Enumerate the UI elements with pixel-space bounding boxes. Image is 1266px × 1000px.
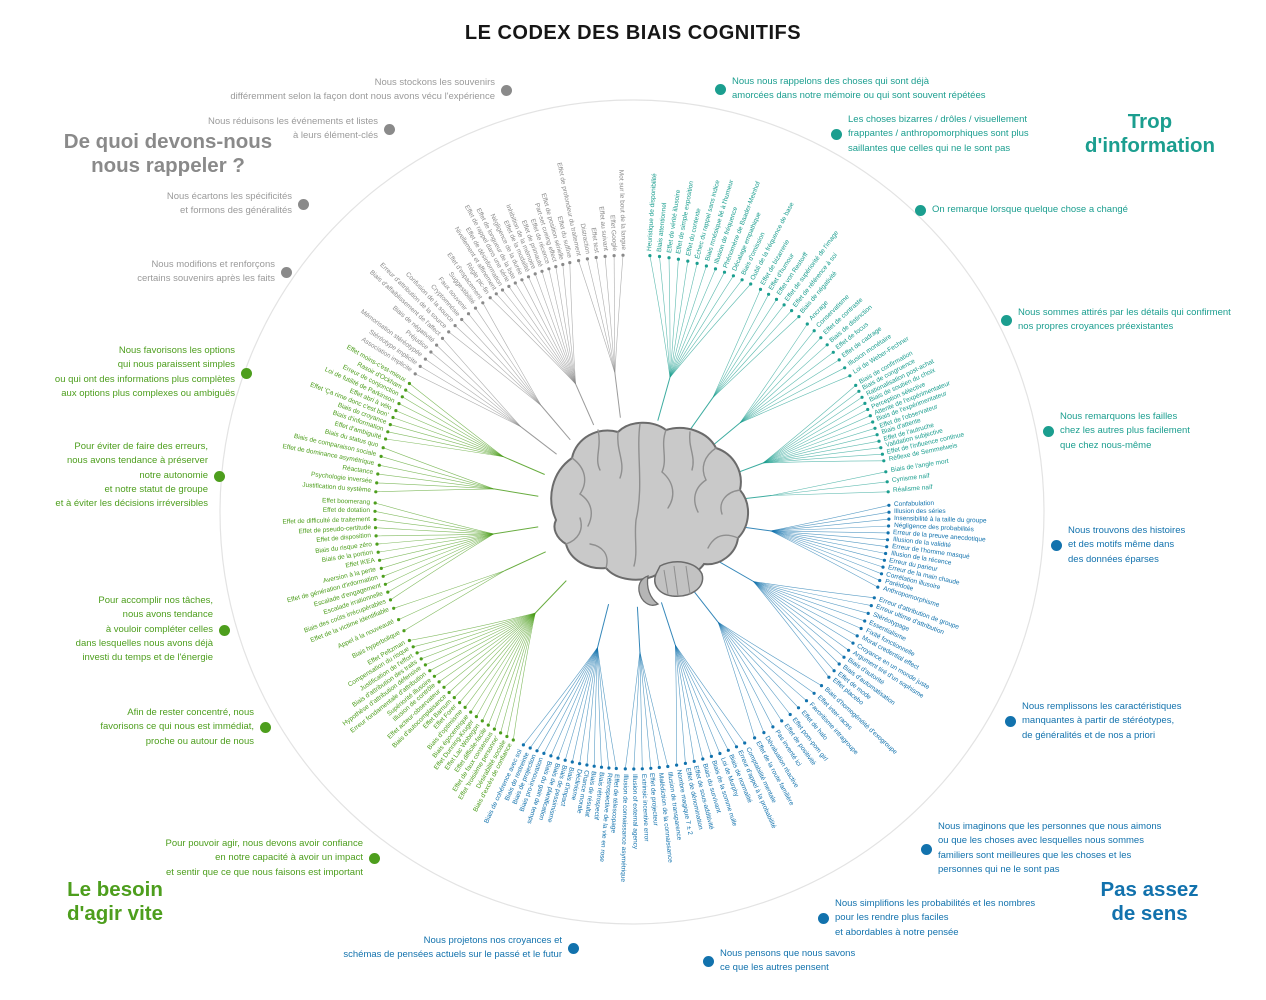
annotation-rappelons: Nous nous rappelons des choses qui sont … — [715, 75, 1032, 104]
brain-cortex — [550, 421, 749, 581]
annotation-text: Les choses bizarres / drôles / visuellem… — [848, 114, 1029, 154]
annotation-text: Nous remarquons les failles chez les aut… — [1060, 411, 1190, 451]
annotation-bizarres: Les choses bizarres / drôles / visuellem… — [831, 113, 1063, 156]
annotation-dot — [915, 205, 926, 217]
annotation-text: Nous écartons les spécificités et formon… — [166, 191, 292, 217]
outer-circle — [219, 99, 1045, 925]
bias-label-text: Effet boomerang — [322, 497, 371, 506]
annotation-dot — [219, 624, 230, 636]
cerebellum-folds — [663, 565, 691, 597]
annotation-text: Nous modifions et renforçons certains so… — [137, 259, 275, 285]
brain-illustration — [550, 421, 749, 606]
brain-stem — [638, 575, 660, 606]
annotation-histoires: Nous trouvons des histoires et des motif… — [1051, 524, 1208, 567]
section-header-not-enough-meaning: Pas assez de sens — [1100, 878, 1199, 926]
annotation-text: On remarque lorsque quelque chose a chan… — [932, 204, 1128, 215]
annotation-remplissons: Nous remplissons les caractéristiques ma… — [1005, 700, 1234, 743]
annotation-dot — [298, 199, 309, 211]
annotation-dot — [715, 84, 726, 96]
section-header-act-fast: Le besoin d'agir vite — [66, 878, 163, 926]
annotation-rester: Afin de rester concentré, nous favorison… — [82, 706, 271, 749]
annotation-text: Nous simplifions les probabilités et les… — [835, 898, 1036, 938]
annotation-imaginons: Nous imaginons que les personnes que nou… — [921, 820, 1194, 877]
annotation-pensons: Nous pensons que nous savons ce que les … — [703, 947, 915, 976]
annotation-dot — [501, 85, 512, 97]
annotation-dot — [260, 722, 271, 734]
annotation-accomplir: Pour accomplir nos tâches, nous avons te… — [50, 594, 230, 665]
annotation-ecartons: Nous écartons les spécificités et formon… — [100, 190, 309, 219]
bias-label-text: Illusion of external agency — [630, 773, 639, 850]
annotation-dot — [369, 853, 380, 865]
annotation-text: Nous nous rappelons des choses qui sont … — [732, 76, 986, 102]
annotation-text: Nous remplissons les caractéristiques ma… — [1022, 701, 1182, 741]
annotation-dot — [818, 913, 829, 925]
section-header-memory: De quoi devons-nous nous rappeler ? — [63, 130, 273, 178]
annotation-eviter: Pour éviter de faire des erreurs, nous a… — [28, 440, 225, 511]
annotation-text: Pour pouvoir agir, nous devons avoir con… — [165, 838, 363, 878]
annotation-modifions: Nous modifions et renforçons certains so… — [75, 258, 292, 287]
annotation-stockons: Nous stockons les souvenirs différemment… — [95, 76, 512, 105]
annotation-text: Nous réduisons les événements et listes … — [207, 116, 378, 142]
annotation-pouvoir: Pour pouvoir agir, nous devons avoir con… — [115, 837, 380, 880]
annotation-text: Nous imaginons que les personnes que nou… — [938, 821, 1162, 875]
annotation-dot — [1005, 716, 1016, 728]
annotation-text: Nous projetons nos croyances et schémas … — [343, 935, 562, 961]
annotation-favorisons: Nous favorisons les options qui nous par… — [25, 344, 252, 401]
annotation-text: Nous favorisons les options qui nous par… — [54, 345, 235, 399]
brain-folds — [565, 423, 741, 569]
bias-label-text: Illusion des séries — [894, 508, 946, 516]
annotation-dot — [241, 367, 252, 379]
annotation-simplifions: Nous simplifions les probabilités et les… — [818, 897, 1067, 940]
bias-label-text: Effet de dotation — [322, 507, 371, 515]
annotation-dot — [281, 267, 292, 279]
annotation-text: Nous pensons que nous savons ce que les … — [720, 948, 856, 974]
branch-curves — [373, 253, 891, 771]
annotation-attires: Nous sommes attirés par les détails qui … — [1001, 306, 1264, 335]
annotation-projetons: Nous projetons nos croyances et schémas … — [312, 934, 579, 963]
annotation-dot — [384, 124, 395, 136]
annotation-text: Pour éviter de faire des erreurs, nous a… — [55, 441, 208, 509]
annotation-dot — [214, 470, 225, 482]
annotation-dot — [703, 956, 714, 968]
page-title: LE CODEX DES BIAIS COGNITIFS — [464, 22, 802, 44]
brain-cerebellum — [654, 561, 704, 597]
section-header-too-much-info: Trop d'information — [1084, 110, 1216, 158]
annotation-dot — [831, 129, 842, 141]
annotation-dot — [568, 943, 579, 955]
annotation-text: Nous stockons les souvenirs différemment… — [230, 77, 495, 103]
annotation-reduisons: Nous réduisons les événements et listes … — [120, 115, 395, 144]
annotation-dot — [1043, 426, 1054, 438]
annotation-change: On remarque lorsque quelque chose a chan… — [915, 203, 1167, 217]
annotation-text: Pour accomplir nos tâches, nous avons te… — [75, 595, 213, 663]
annotation-dot — [1001, 315, 1012, 327]
annotation-text: Nous trouvons des histoires et des motif… — [1068, 525, 1186, 565]
annotation-dot — [1051, 540, 1062, 552]
annotation-text: Nous sommes attirés par les détails qui … — [1018, 307, 1231, 333]
annotation-failles: Nous remarquons les failles chez les aut… — [1043, 410, 1210, 453]
annotation-text: Afin de rester concentré, nous favorison… — [100, 707, 254, 747]
annotation-dot — [921, 843, 932, 855]
